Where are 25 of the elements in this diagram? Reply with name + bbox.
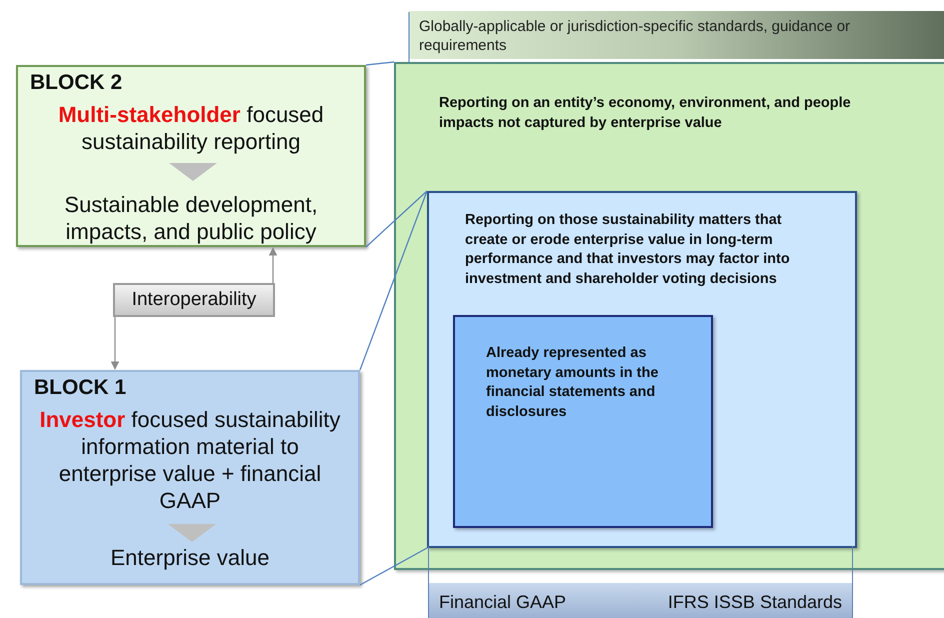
connector-line xyxy=(366,190,428,248)
connector-line xyxy=(366,61,394,66)
interoperability-box: Interoperability xyxy=(113,283,275,317)
block-box xyxy=(20,370,360,585)
block-heading: BLOCK 2 xyxy=(30,71,122,95)
scope-box xyxy=(453,315,713,528)
footer-band xyxy=(428,546,853,618)
block-outcome: Enterprise value xyxy=(110,544,270,571)
connector-line xyxy=(359,190,428,370)
footer-label: Financial GAAP xyxy=(439,592,566,613)
scope-description: Already represented as monetary amounts in the financial statements and disclosures xyxy=(486,344,660,422)
scope-box xyxy=(394,62,944,570)
block-box xyxy=(16,65,366,247)
block-description: Investor focused sustainability information material to enterprise value + financial GAAP xyxy=(38,406,342,514)
header-band: Globally-applicable or jurisdiction-specific standards, guidance or requirements xyxy=(409,11,944,59)
block-heading: BLOCK 1 xyxy=(34,376,126,400)
block-description: Multi-stakeholder focused sustainability reporting xyxy=(57,101,325,155)
arrow xyxy=(268,247,278,283)
scope-description: Reporting on an entity’s economy, environment, and people impacts not captured by enterprise value xyxy=(439,94,852,132)
scope-description: Reporting on those sustainability matters that create or erode enterprise value in long-term performance and that investors may factor into investment and shareholder voting decisions xyxy=(465,211,791,288)
arrow xyxy=(110,317,120,370)
connector-line xyxy=(360,547,428,586)
block-outcome: Sustainable development, impacts, and public policy xyxy=(63,191,319,245)
footer-label: IFRS ISSB Standards xyxy=(668,592,842,613)
scope-box xyxy=(427,191,857,548)
